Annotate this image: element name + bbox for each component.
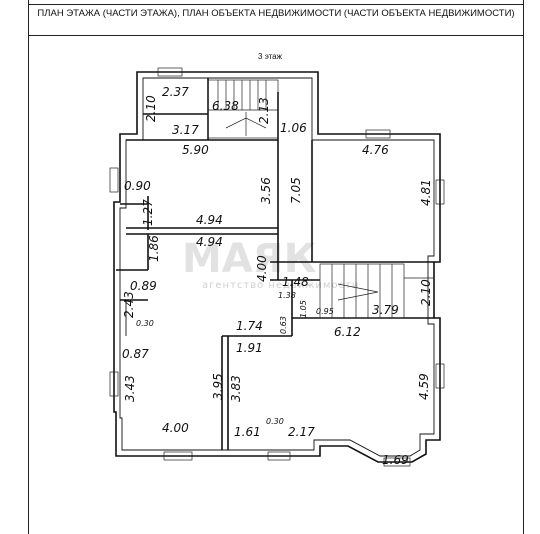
dimension-label: 3.95: [211, 373, 225, 400]
dimension-label: 1.05: [299, 300, 308, 318]
dimension-label: 0.63: [279, 316, 288, 334]
dimension-label: 6.12: [334, 325, 361, 339]
window: [267, 451, 291, 461]
dimension-label: 3.43: [123, 375, 137, 402]
dimension-label: 2.10: [419, 279, 433, 306]
dimension-label: 4.94: [196, 235, 223, 249]
dimension-label: 0.30: [266, 417, 284, 426]
dimension-label: 2.17: [288, 425, 315, 439]
watermark-tagline: агентство недвижимости: [202, 280, 359, 291]
dimension-label: 1.38: [278, 291, 296, 300]
dimension-label: 3.17: [172, 123, 199, 137]
dimension-label: 3.83: [229, 375, 243, 402]
inner-wall-outline: [119, 77, 435, 457]
dimension-label: 2.10: [144, 95, 158, 122]
stair-outline: [207, 79, 279, 139]
window: [365, 129, 391, 139]
dimension-label: 1.48: [282, 275, 309, 289]
window: [435, 179, 445, 205]
dimension-label: 4.00: [255, 255, 269, 282]
watermark-brand: МАЯК: [182, 236, 317, 282]
dimension-labels: 2.37 2.10 6.38 2.13 3.17 1.06 5.90 3.56 …: [122, 85, 433, 467]
plan-header: ПЛАН ЭТАЖА (ЧАСТИ ЭТАЖА), ПЛАН ОБЪЕКТА Н…: [28, 4, 524, 36]
dimension-label: 4.94: [196, 213, 223, 227]
watermark: МАЯК агентство недвижимости: [182, 236, 359, 291]
window: [435, 363, 445, 389]
dimension-label: 2.13: [257, 97, 271, 124]
outer-wall-outline: [113, 71, 441, 463]
dimension-label: 0.89: [130, 279, 157, 293]
dimension-label: 1.06: [280, 121, 307, 135]
dimension-label: 3.79: [372, 303, 399, 317]
dimension-label: 1.69: [382, 453, 409, 467]
dimension-label: 5.90: [182, 143, 209, 157]
window: [163, 451, 193, 461]
lower-staircase: [319, 263, 434, 319]
window: [383, 457, 411, 467]
stair-outline: [319, 263, 405, 319]
dimension-label: 1.74: [236, 319, 263, 333]
dimension-label: 0.30: [136, 319, 154, 328]
window: [109, 167, 119, 193]
dimension-label: 2.43: [122, 291, 136, 318]
floor-label: 3 этаж: [258, 52, 282, 61]
dimension-label: 0.87: [122, 347, 149, 361]
windows: [109, 67, 445, 467]
window: [109, 371, 119, 397]
dimension-label: 3.56: [259, 177, 273, 204]
dimension-label: 4.00: [162, 421, 189, 435]
dimension-label: 4.59: [417, 373, 431, 400]
upper-staircase: [207, 79, 279, 139]
dimension-label: 1.86: [147, 235, 161, 262]
dimension-label: 1.91: [236, 341, 263, 355]
dimension-label: 2.37: [162, 85, 189, 99]
sheet-frame: [28, 0, 524, 534]
dimension-label: 7.05: [289, 177, 303, 204]
window: [157, 67, 183, 77]
dimension-label: 0.95: [316, 307, 334, 316]
dimension-label: 4.81: [419, 179, 433, 206]
stair-arrow: [337, 283, 379, 301]
outer-walls: [113, 71, 441, 463]
dimension-label: 1.61: [234, 425, 261, 439]
dimension-label: 4.76: [362, 143, 389, 157]
dimension-label: 0.90: [124, 179, 151, 193]
dimension-label: 1.27: [141, 199, 155, 226]
dimension-label: 6.38: [212, 99, 239, 113]
